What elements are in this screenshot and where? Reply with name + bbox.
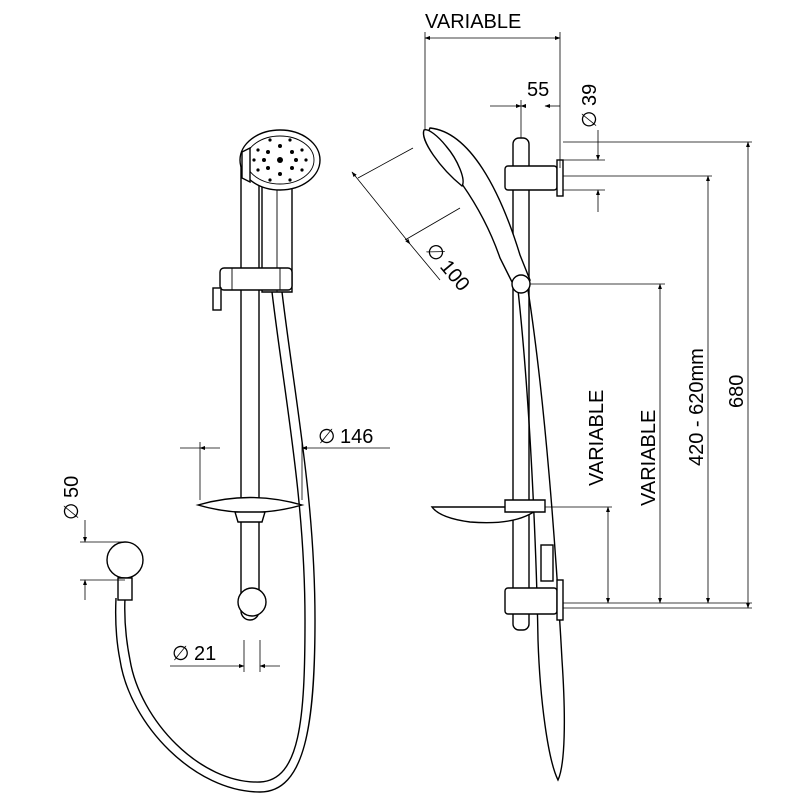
label-146: 146 bbox=[340, 426, 373, 448]
dim-vertical-set bbox=[530, 141, 752, 609]
dim-100 bbox=[351, 147, 461, 281]
label-39-symbol: ∅ bbox=[579, 111, 601, 128]
spray-nozzle-pattern bbox=[252, 138, 308, 182]
dim-39 bbox=[563, 130, 605, 212]
side-hose bbox=[517, 289, 566, 782]
label-100: 100 bbox=[435, 256, 473, 296]
label-range-420-620: 420 - 620mm bbox=[686, 348, 708, 466]
label-50: 50 bbox=[61, 476, 83, 498]
label-55: 55 bbox=[527, 79, 549, 101]
label-variable-vertical-1: VARIABLE bbox=[586, 390, 608, 486]
label-21: 21 bbox=[194, 643, 216, 665]
front-handset bbox=[239, 129, 321, 293]
label-680: 680 bbox=[726, 375, 748, 408]
dim-55 bbox=[490, 100, 560, 138]
front-slider-bracket bbox=[212, 267, 293, 311]
side-soap-dish bbox=[430, 499, 546, 524]
label-variable-vertical-2: VARIABLE bbox=[638, 410, 660, 506]
front-lower-bracket bbox=[237, 587, 267, 617]
dim-146 bbox=[180, 442, 390, 500]
dim-21 bbox=[170, 640, 280, 672]
label-21-symbol: ∅ bbox=[172, 643, 189, 665]
side-upper-bracket bbox=[504, 159, 564, 197]
side-view bbox=[351, 32, 752, 782]
dim-variable-top bbox=[424, 32, 561, 168]
front-soap-dish bbox=[195, 496, 305, 523]
label-39-group: ∅ 39 bbox=[579, 84, 601, 128]
label-146-symbol: ∅ bbox=[318, 426, 335, 448]
front-wall-outlet bbox=[106, 541, 144, 601]
front-hose bbox=[114, 291, 316, 793]
dim-50 bbox=[80, 520, 125, 600]
label-variable-top: VARIABLE bbox=[425, 11, 521, 33]
side-handset bbox=[422, 127, 531, 294]
label-50-symbol: ∅ bbox=[61, 503, 83, 520]
side-lower-bracket bbox=[504, 544, 564, 621]
front-view bbox=[80, 129, 390, 793]
front-rail bbox=[240, 149, 260, 621]
label-39: 39 bbox=[579, 84, 601, 106]
label-50-group: ∅ 50 bbox=[61, 476, 83, 520]
